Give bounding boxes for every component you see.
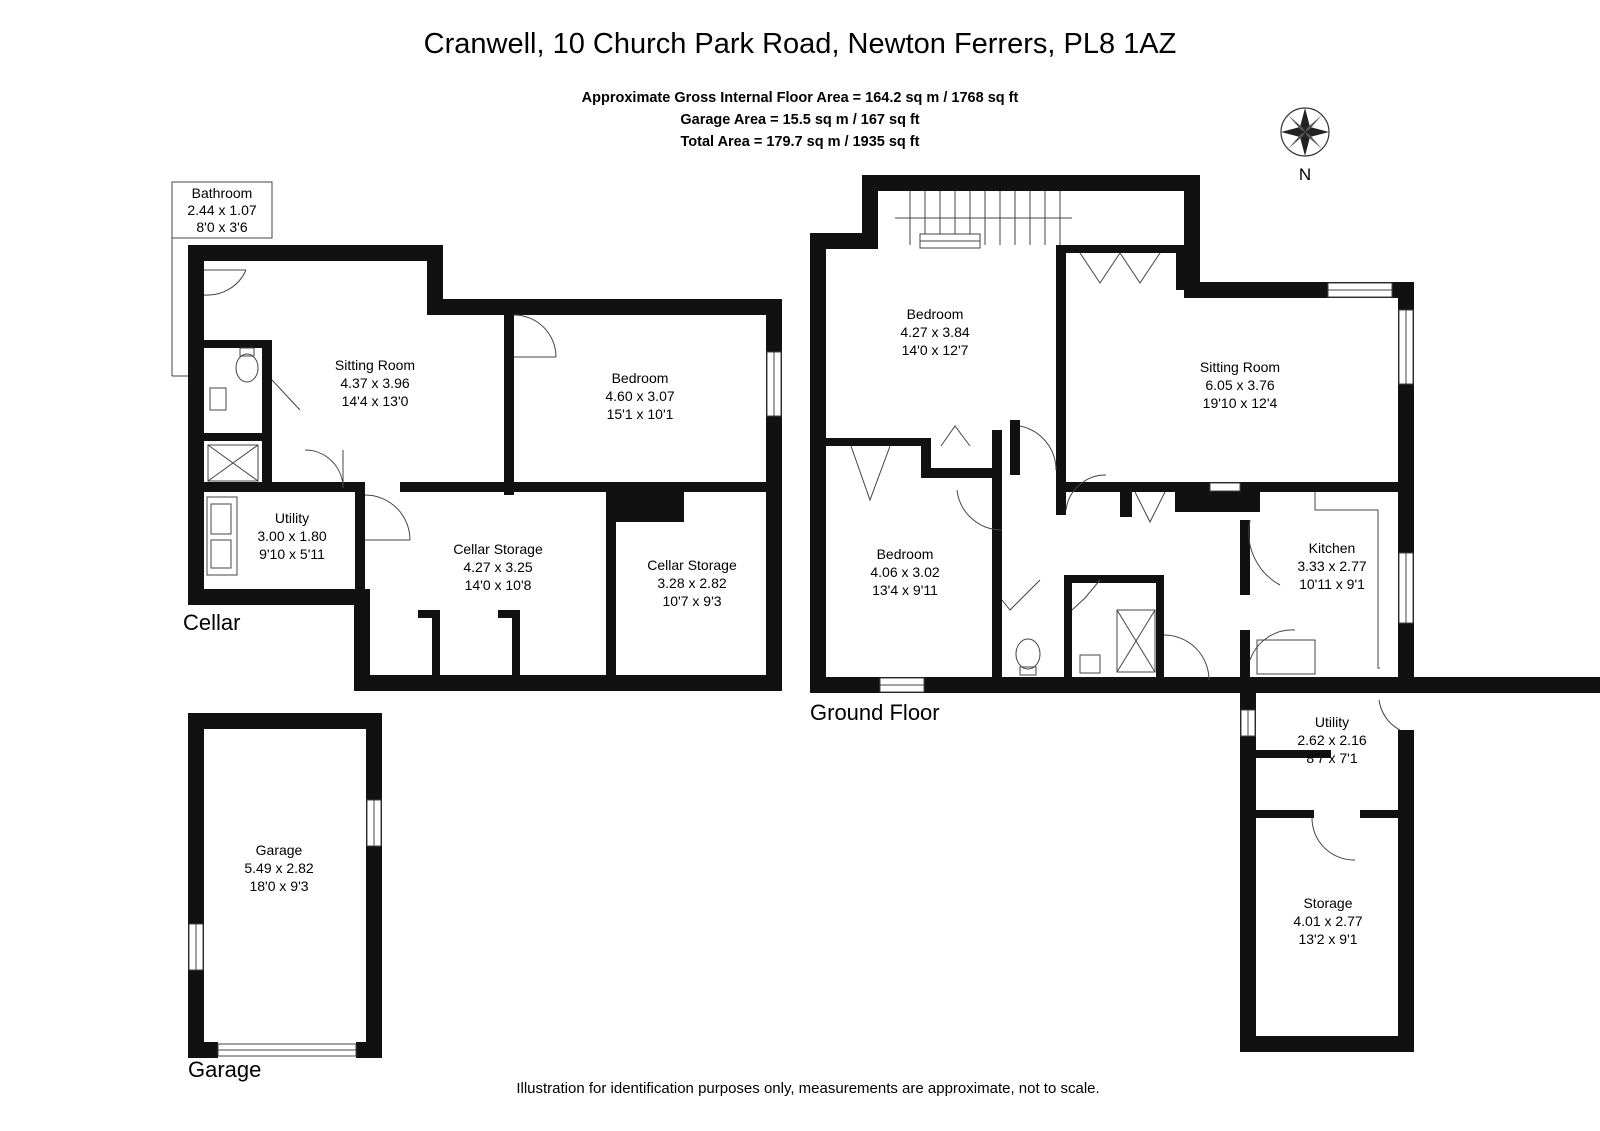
svg-text:Bathroom: Bathroom bbox=[192, 185, 253, 201]
svg-text:9'10 x 5'11: 9'10 x 5'11 bbox=[259, 546, 325, 562]
total-area: Total Area = 179.7 sq m / 1935 sq ft bbox=[681, 134, 920, 150]
svg-text:15'1 x 10'1: 15'1 x 10'1 bbox=[607, 406, 674, 422]
svg-text:2.44 x 1.07: 2.44 x 1.07 bbox=[187, 202, 256, 218]
ground-floor-fixtures bbox=[850, 191, 1414, 861]
svg-text:4.06 x 3.02: 4.06 x 3.02 bbox=[870, 564, 939, 580]
gross-internal-area: Approximate Gross Internal Floor Area = … bbox=[582, 90, 1019, 106]
svg-text:Garage: Garage bbox=[256, 842, 303, 858]
cellar-plan bbox=[188, 245, 782, 691]
cellar-bedroom-label: Bedroom 4.60 x 3.07 15'1 x 10'1 bbox=[605, 370, 674, 422]
svg-text:Sitting Room: Sitting Room bbox=[335, 357, 415, 373]
compass-north-label: N bbox=[1299, 165, 1311, 184]
garage-plan bbox=[188, 713, 382, 1058]
property-title: Cranwell, 10 Church Park Road, Newton Fe… bbox=[424, 28, 1177, 60]
garage-openings bbox=[188, 799, 382, 1057]
svg-text:13'2 x 9'1: 13'2 x 9'1 bbox=[1298, 931, 1357, 947]
cellar-floor-label: Cellar bbox=[183, 610, 240, 635]
ground-bedroom-1-label: Bedroom 4.27 x 3.84 14'0 x 12'7 bbox=[900, 306, 969, 358]
svg-text:3.28 x 2.82: 3.28 x 2.82 bbox=[657, 575, 726, 591]
svg-text:Kitchen: Kitchen bbox=[1309, 540, 1356, 556]
svg-text:Utility: Utility bbox=[275, 510, 309, 526]
svg-text:2.62 x 2.16: 2.62 x 2.16 bbox=[1297, 732, 1366, 748]
svg-text:6.05 x 3.76: 6.05 x 3.76 bbox=[1205, 377, 1274, 393]
svg-text:3.00 x 1.80: 3.00 x 1.80 bbox=[257, 528, 326, 544]
svg-text:4.27 x 3.84: 4.27 x 3.84 bbox=[900, 324, 969, 340]
cellar-bathroom-label: Bathroom 2.44 x 1.07 8'0 x 3'6 bbox=[187, 185, 256, 235]
cellar-storage-1-label: Cellar Storage 4.27 x 3.25 14'0 x 10'8 bbox=[453, 541, 543, 593]
svg-text:14'4 x 13'0: 14'4 x 13'0 bbox=[342, 393, 409, 409]
svg-text:Utility: Utility bbox=[1315, 714, 1349, 730]
svg-text:18'0 x 9'3: 18'0 x 9'3 bbox=[249, 878, 308, 894]
disclaimer: Illustration for identification purposes… bbox=[516, 1080, 1099, 1097]
svg-text:3.33 x 2.77: 3.33 x 2.77 bbox=[1297, 558, 1366, 574]
svg-text:4.37 x 3.96: 4.37 x 3.96 bbox=[340, 375, 409, 391]
cellar-fixtures bbox=[171, 181, 782, 576]
cellar-storage-2-label: Cellar Storage 3.28 x 2.82 10'7 x 9'3 bbox=[647, 557, 737, 609]
svg-text:Storage: Storage bbox=[1303, 895, 1352, 911]
svg-text:4.01 x 2.77: 4.01 x 2.77 bbox=[1293, 913, 1362, 929]
svg-text:4.60 x 3.07: 4.60 x 3.07 bbox=[605, 388, 674, 404]
svg-text:10'7 x 9'3: 10'7 x 9'3 bbox=[662, 593, 721, 609]
svg-text:4.27 x 3.25: 4.27 x 3.25 bbox=[463, 559, 532, 575]
ground-sitting-room-label: Sitting Room 6.05 x 3.76 19'10 x 12'4 bbox=[1200, 359, 1280, 411]
svg-text:19'10 x 12'4: 19'10 x 12'4 bbox=[1203, 395, 1278, 411]
compass-icon bbox=[1280, 107, 1330, 157]
svg-text:Cellar Storage: Cellar Storage bbox=[647, 557, 737, 573]
svg-text:Bedroom: Bedroom bbox=[877, 546, 934, 562]
svg-text:Bedroom: Bedroom bbox=[907, 306, 964, 322]
svg-text:14'0 x 10'8: 14'0 x 10'8 bbox=[465, 577, 532, 593]
ground-storage-label: Storage 4.01 x 2.77 13'2 x 9'1 bbox=[1293, 895, 1362, 947]
cellar-sitting-room-label: Sitting Room 4.37 x 3.96 14'4 x 13'0 bbox=[335, 357, 415, 409]
ground-floor-label: Ground Floor bbox=[810, 700, 940, 725]
svg-text:13'4 x 9'11: 13'4 x 9'11 bbox=[872, 582, 938, 598]
cellar-utility-label: Utility 3.00 x 1.80 9'10 x 5'11 bbox=[257, 510, 326, 562]
garage-label: Garage 5.49 x 2.82 18'0 x 9'3 bbox=[244, 842, 313, 894]
svg-text:8'0 x 3'6: 8'0 x 3'6 bbox=[196, 219, 247, 235]
svg-text:Cellar Storage: Cellar Storage bbox=[453, 541, 543, 557]
svg-text:10'11 x 9'1: 10'11 x 9'1 bbox=[1299, 576, 1365, 592]
garage-area: Garage Area = 15.5 sq m / 167 sq ft bbox=[680, 112, 919, 128]
svg-text:Sitting Room: Sitting Room bbox=[1200, 359, 1280, 375]
svg-text:5.49 x 2.82: 5.49 x 2.82 bbox=[244, 860, 313, 876]
ground-bedroom-2-label: Bedroom 4.06 x 3.02 13'4 x 9'11 bbox=[870, 546, 939, 598]
ground-kitchen-label: Kitchen 3.33 x 2.77 10'11 x 9'1 bbox=[1297, 540, 1366, 592]
svg-text:8'7 x 7'1: 8'7 x 7'1 bbox=[1306, 750, 1357, 766]
svg-text:Bedroom: Bedroom bbox=[612, 370, 669, 386]
ground-utility-label: Utility 2.62 x 2.16 8'7 x 7'1 bbox=[1297, 714, 1366, 766]
staircase-icon bbox=[895, 191, 1072, 245]
garage-floor-label: Garage bbox=[188, 1057, 261, 1082]
svg-text:14'0 x 12'7: 14'0 x 12'7 bbox=[902, 342, 969, 358]
